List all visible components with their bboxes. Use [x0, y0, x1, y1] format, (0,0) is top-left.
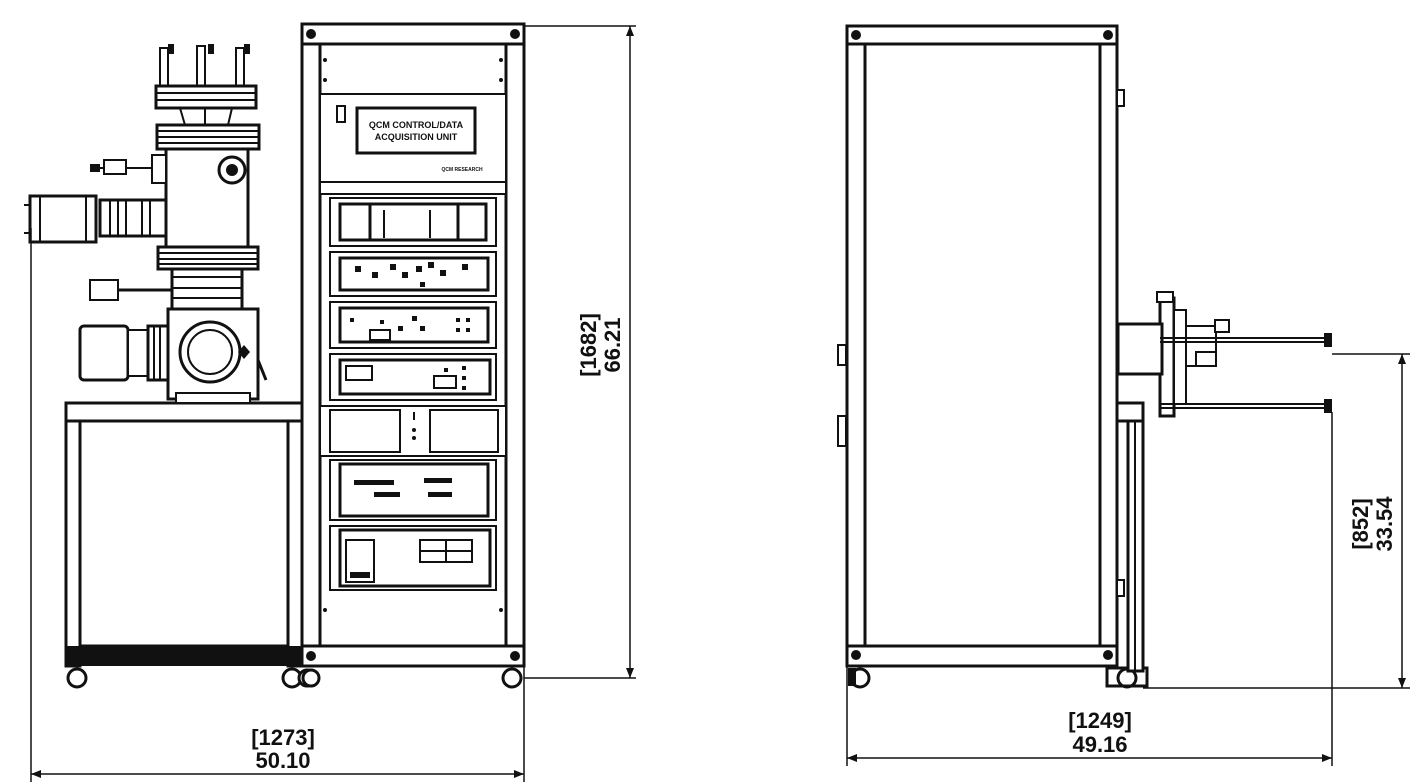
height-dimension-left: [1682] 66.21: [524, 25, 636, 679]
height-in-label: 66.21: [600, 317, 625, 372]
electronics-rack: QCM CONTROL/DATA ACQUISITION UNIT QCM RE…: [300, 22, 526, 689]
panel-label-line2: ACQUISITION UNIT: [375, 132, 458, 142]
width-in-label-right: 49.16: [1072, 732, 1127, 757]
support-table: [64, 401, 317, 689]
width-dimension-left: [1273] 50.10: [30, 228, 525, 782]
width-dimension-right: [1249] 49.16: [846, 412, 1333, 766]
vacuum-chamber-assembly: [24, 44, 268, 404]
width-mm-label-right: [1249]: [1068, 708, 1132, 733]
height-mm-label-right: [852]: [1348, 498, 1373, 549]
side-cabinet: [837, 24, 1149, 689]
height-dimension-right: [852] 33.54: [1143, 353, 1410, 689]
brand-label: QCM RESEARCH: [441, 167, 483, 173]
chamber-side-assembly: [1116, 291, 1332, 418]
width-mm-label: [1273]: [251, 725, 315, 750]
width-in-label: 50.10: [255, 748, 310, 773]
left-view: QCM CONTROL/DATA ACQUISITION UNIT QCM RE…: [24, 22, 636, 782]
right-view: [1249] 49.16 [852] 33.54: [837, 24, 1410, 766]
panel-label-line1: QCM CONTROL/DATA: [369, 120, 464, 130]
top-feedthroughs: [154, 44, 258, 126]
table-side: [1115, 401, 1145, 673]
height-in-label-right: 33.54: [1372, 496, 1397, 552]
height-mm-label: [1682]: [576, 313, 601, 377]
